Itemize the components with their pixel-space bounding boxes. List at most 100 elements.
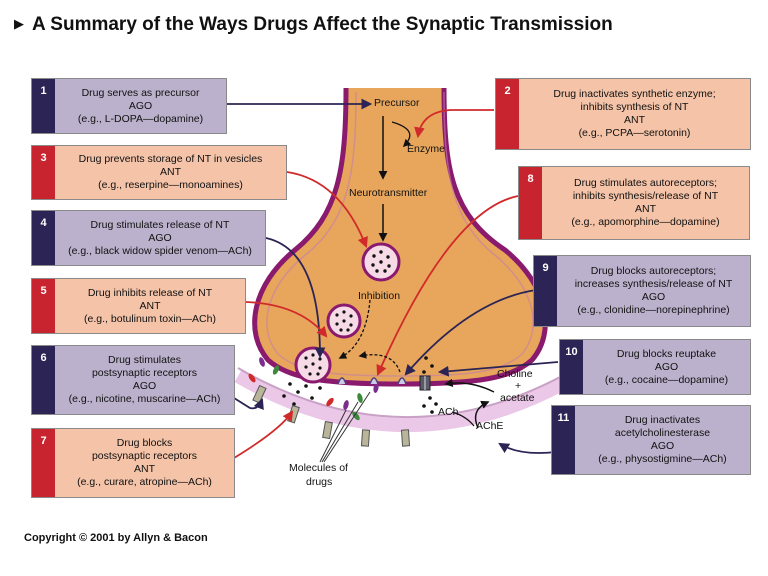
- copyright: Copyright © 2001 by Allyn & Bacon: [24, 532, 208, 544]
- box-5-inhibit-release: 5 Drug inhibits release of NT ANT (e.g.,…: [31, 278, 246, 334]
- reuptake-transporter: [419, 375, 431, 391]
- arrow-7-block-receptor: [233, 410, 294, 459]
- box-line: (e.g., nicotine, muscarine—ACh): [68, 393, 221, 405]
- box-line: AGO: [641, 291, 666, 303]
- box-number: 5: [32, 279, 55, 333]
- cleft-neurotransmitter: [282, 356, 438, 414]
- title-text: A Summary of the Ways Drugs Affect the S…: [32, 14, 613, 35]
- box-line: AGO: [650, 440, 675, 452]
- box-line: ANT: [635, 203, 656, 215]
- box-line: (e.g., clonidine—norepinephrine): [577, 304, 730, 316]
- molecules-label-line2: drugs: [306, 476, 333, 488]
- box-line: (e.g., reserpine—monoamines): [98, 179, 243, 191]
- choline-reuptake-arrow: [444, 378, 495, 393]
- inhibition-label: Inhibition: [358, 290, 401, 302]
- box-number: 3: [32, 146, 55, 199]
- postsynaptic-membrane-edge: [237, 367, 563, 419]
- box-line: (e.g., botulinum toxin—ACh): [84, 312, 216, 325]
- box-line: (e.g., apomorphine—dopamine): [571, 216, 720, 228]
- box-7-block-postsynaptic: 7 Drug blocks postsynaptic receptors ANT…: [31, 428, 235, 498]
- box-8-autoreceptor-stimulate: 8 Drug stimulates autoreceptors; inhibit…: [518, 166, 750, 240]
- arrow-9-block-autoreceptor: [404, 289, 537, 376]
- box-line: ANT: [139, 299, 161, 312]
- box-line: (e.g., black widow spider venom—ACh): [68, 244, 252, 257]
- box-line: AGO: [128, 99, 153, 112]
- plus-label: +: [515, 380, 522, 392]
- box-3-storage: 3 Drug prevents storage of NT in vesicle…: [31, 145, 287, 200]
- ache-breakdown-arrow: [474, 400, 490, 429]
- autoreceptors: [337, 377, 407, 385]
- box-9-autoreceptor-block: 9 Drug blocks autoreceptors; increases s…: [533, 255, 751, 327]
- ache-label: AChE: [476, 420, 504, 432]
- box-line: Drug stimulates release of NT: [90, 218, 230, 231]
- box-2-synthetic-enzyme: 2 Drug inactivates synthetic enzyme; inh…: [495, 78, 751, 150]
- arrow-2-enzyme: [414, 109, 494, 139]
- box-number: 9: [534, 256, 557, 326]
- box-line: ANT: [134, 463, 155, 475]
- arrow-3-storage: [286, 171, 368, 249]
- box-6-stimulate-postsynaptic: 6 Drug stimulates postsynaptic receptors…: [31, 345, 235, 415]
- box-line: ANT: [160, 166, 181, 178]
- ach-arrow: [451, 411, 475, 427]
- box-line: Drug blocks autoreceptors;: [590, 265, 717, 277]
- inhibition-arrow-2: [358, 351, 401, 373]
- box-line: Drug inactivates: [624, 414, 701, 426]
- choline-label: Choline: [497, 368, 533, 380]
- box-line: (e.g., curare, atropine—ACh): [77, 476, 212, 488]
- molecule-pointer-lines: [319, 391, 371, 463]
- inhibition-arrow: [338, 299, 371, 359]
- box-line: inhibits synthesis of NT: [580, 101, 689, 113]
- arrow-8-autoreceptor: [376, 195, 519, 376]
- box-1-precursor: 1 Drug serves as precursor AGO (e.g., L-…: [31, 78, 227, 134]
- box-number: 6: [32, 346, 55, 414]
- box-number: 4: [32, 211, 55, 265]
- box-line: AGO: [132, 380, 157, 392]
- inner-membrane: [266, 91, 534, 377]
- box-line: (e.g., cocaine—dopamine): [604, 373, 729, 386]
- neurotransmitter-label: Neurotransmitter: [349, 187, 428, 199]
- box-number: 1: [32, 79, 55, 133]
- arrow-11-ache: [498, 442, 557, 454]
- presynaptic-terminal: [254, 88, 546, 384]
- box-line: Drug prevents storage of NT in vesicles: [78, 153, 263, 165]
- postsynaptic-membrane: [234, 369, 566, 433]
- box-line: Drug stimulates: [108, 354, 181, 366]
- box-line: ANT: [624, 114, 645, 126]
- box-line: (e.g., L-DOPA—dopamine): [77, 112, 204, 125]
- box-11-ache: 11 Drug inactivates acetylcholinesterase…: [551, 405, 751, 475]
- box-line: Drug stimulates autoreceptors;: [574, 177, 717, 189]
- box-line: Drug serves as precursor: [81, 86, 200, 99]
- box-line: Drug blocks reuptake: [616, 347, 717, 360]
- arrow-5-inhibit: [245, 301, 328, 338]
- box-line: Drug blocks: [116, 437, 173, 449]
- ach-label: ACh: [438, 406, 459, 418]
- enzyme-label: Enzyme: [407, 143, 445, 155]
- box-10-reuptake: 10 Drug blocks reuptake AGO (e.g., cocai…: [559, 339, 751, 395]
- box-line: acetylcholinesterase: [614, 427, 711, 439]
- box-number: 11: [552, 406, 575, 474]
- triangle-bullet-icon: ▶: [14, 16, 24, 31]
- box-number: 8: [519, 167, 542, 239]
- drug-molecules: [248, 357, 379, 421]
- box-number: 2: [496, 79, 519, 149]
- enzyme-arrow: [391, 121, 412, 148]
- box-line: increases synthesis/release of NT: [574, 278, 733, 290]
- box-number: 10: [560, 340, 583, 394]
- box-line: AGO: [148, 231, 172, 244]
- box-line: Drug inhibits release of NT: [87, 286, 213, 299]
- box-line: inhibits synthesis/release of NT: [572, 190, 719, 202]
- box-line: AGO: [654, 360, 679, 373]
- box-line: postsynaptic receptors: [91, 367, 198, 379]
- box-number: 7: [32, 429, 55, 497]
- arrow-10-reuptake: [437, 361, 559, 377]
- molecules-label-line1: Molecules of: [289, 462, 348, 474]
- box-line: (e.g., physostigmine—ACh): [598, 453, 727, 465]
- box-4-release: 4 Drug stimulates release of NT AGO (e.g…: [31, 210, 266, 266]
- arrow-6-stimulate-receptor: [233, 397, 264, 411]
- box-line: postsynaptic receptors: [91, 450, 198, 462]
- box-line: Drug inactivates synthetic enzyme;: [553, 88, 716, 100]
- acetate-label: acetate: [500, 392, 535, 404]
- box-line: (e.g., PCPA—serotonin): [578, 127, 691, 139]
- precursor-label: Precursor: [374, 97, 420, 109]
